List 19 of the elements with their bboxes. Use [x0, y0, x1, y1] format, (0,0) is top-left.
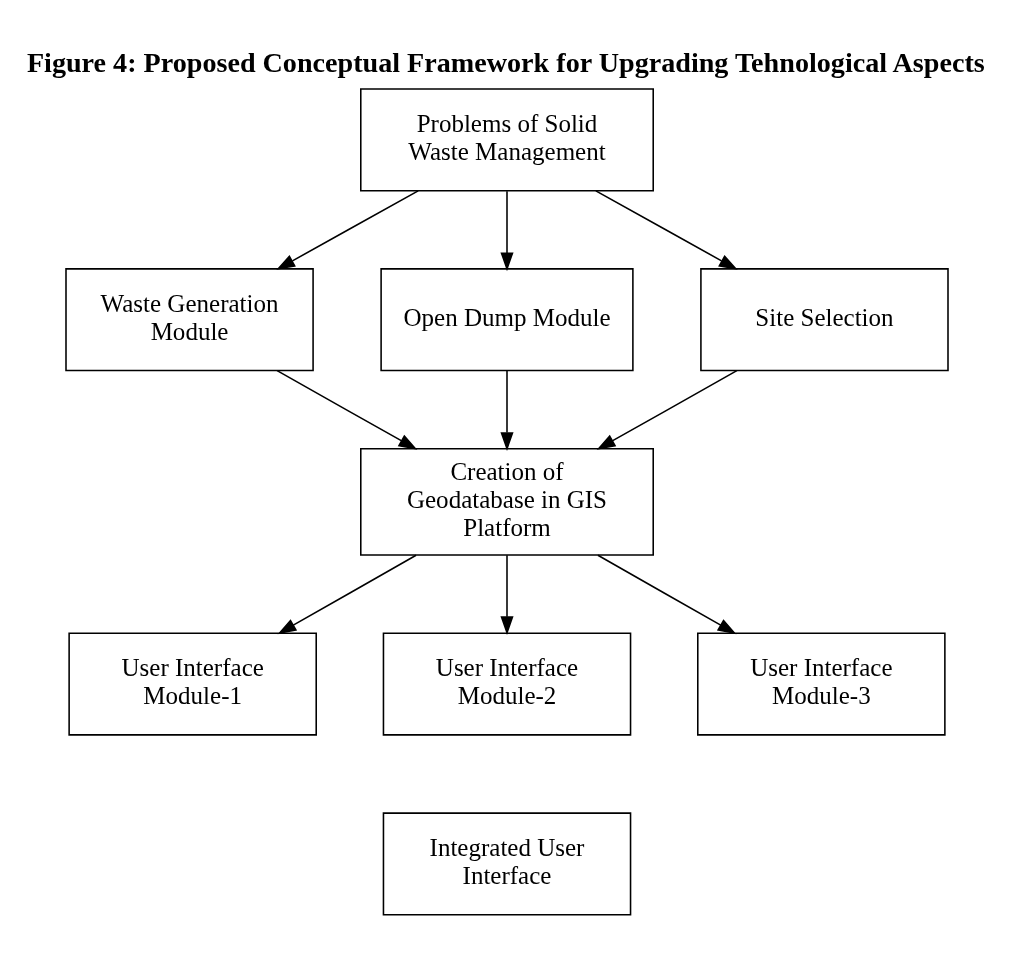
arrow: [276, 369, 418, 450]
arrow: [277, 553, 417, 634]
node-box: User Interface Module-2: [382, 632, 632, 736]
arrow: [596, 369, 738, 450]
node-box: Site Selection: [700, 267, 949, 371]
arrow: [595, 189, 738, 270]
node-box: User Interface Module-3: [697, 632, 946, 736]
node-box: Integrated User Interface: [382, 811, 632, 915]
node-box: Problems of Solid Waste Management: [360, 87, 654, 191]
arrow: [500, 189, 514, 271]
node-box: Creation of Geodatabase in GIS Platform: [360, 447, 654, 556]
arrow: [276, 189, 419, 270]
node-box: Open Dump Module: [380, 267, 634, 371]
arrow: [500, 553, 514, 635]
arrow: [500, 369, 514, 451]
node-box: User Interface Module-1: [68, 632, 317, 736]
arrow: [597, 553, 737, 634]
node-box: Waste Generation Module: [65, 267, 314, 371]
diagram-title: Figure 4: Proposed Conceptual Framework for Upgrading Tehnological Aspects: [26, 46, 985, 78]
